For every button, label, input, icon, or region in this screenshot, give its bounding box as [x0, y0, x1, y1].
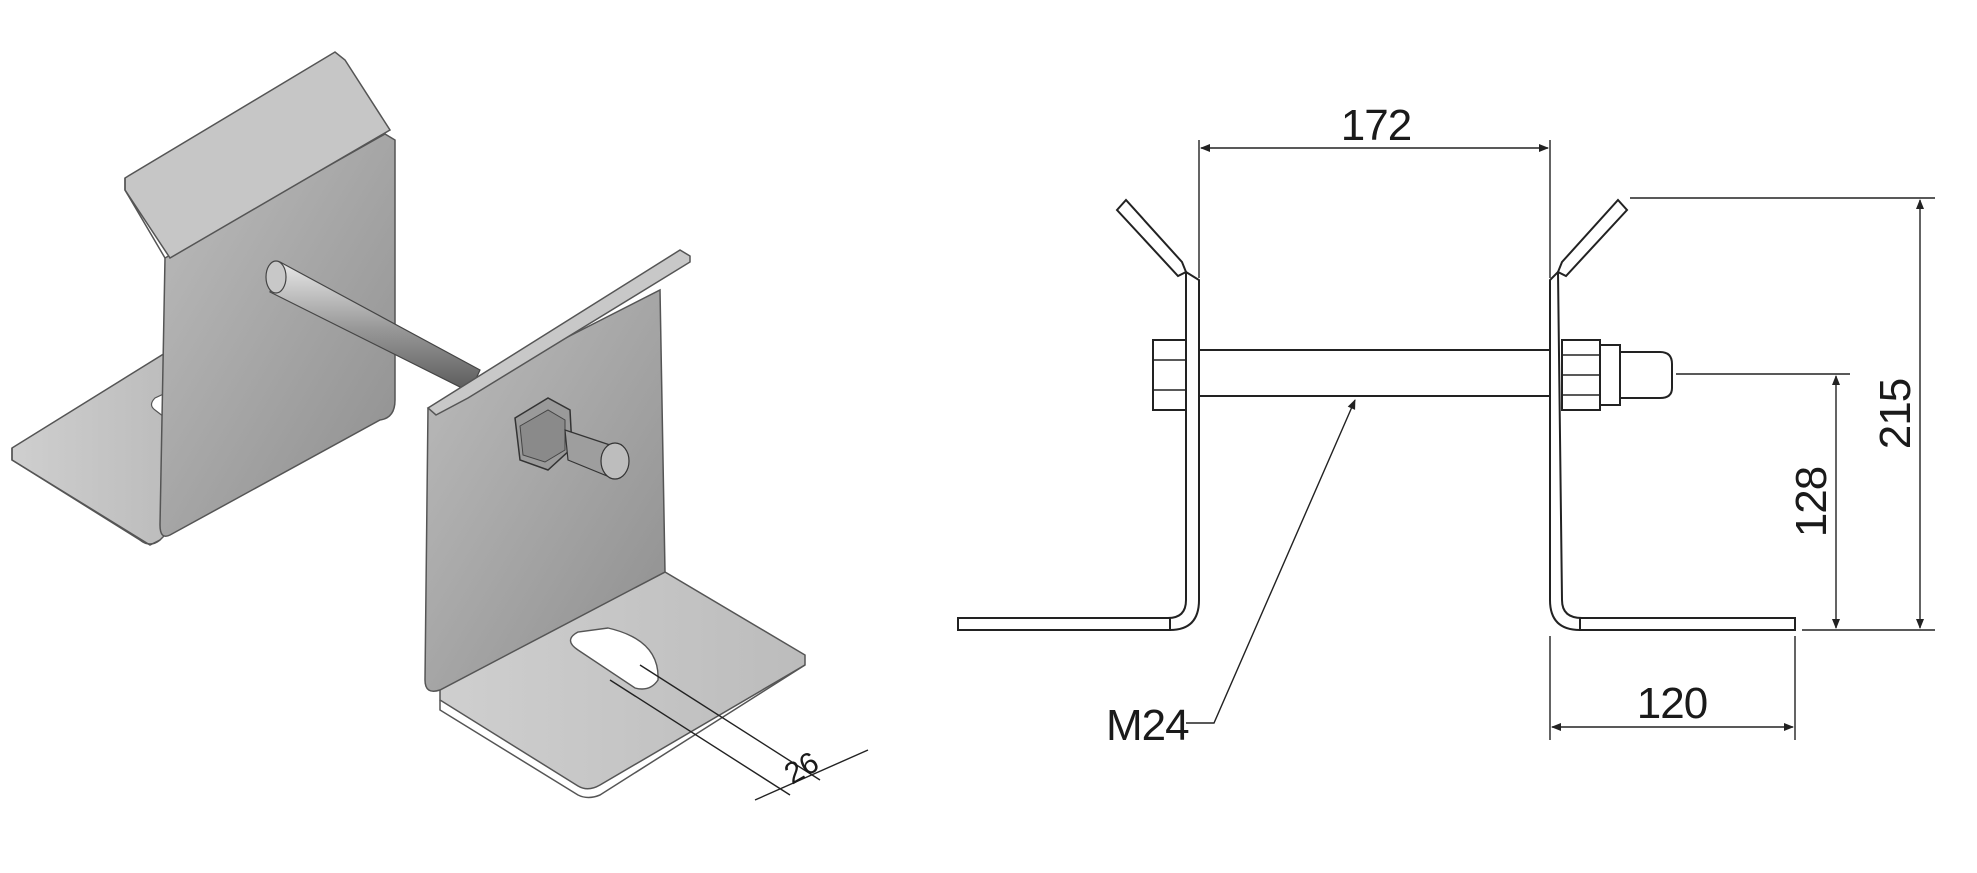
bolt-height-label: 128 [1787, 467, 1836, 537]
rod-end [265, 260, 287, 294]
left-bolt-head [1152, 339, 1187, 411]
left-bracket-foot [11, 348, 171, 545]
right-bracket-3d [424, 249, 806, 799]
right-bracket-front [1549, 198, 1796, 632]
right-bracket-flange [426, 249, 691, 416]
right-bracket-plate [424, 288, 666, 692]
slot-width-label: 26 [779, 746, 824, 791]
foot-length-label: 120 [1637, 679, 1707, 728]
right-nut-assembly [1561, 339, 1673, 411]
rod-front [1198, 349, 1551, 397]
right-foot-slot [569, 627, 659, 690]
spacing-dimension: 172 [1198, 101, 1551, 278]
overall-height-dimension: 215 [1630, 197, 1935, 631]
left-bracket-3d [11, 51, 396, 546]
thread-callout: M24 [1106, 399, 1356, 750]
isometric-view: 26 [11, 51, 869, 801]
bolt-height-dimension: 128 [1676, 373, 1850, 629]
left-bracket-front [957, 198, 1200, 632]
thread-callout-label: M24 [1106, 701, 1189, 750]
spacing-label: 172 [1341, 101, 1411, 150]
front-view: 172 215 128 120 M24 [957, 101, 1935, 750]
overall-height-label: 215 [1871, 379, 1920, 449]
foot-length-dimension: 120 [1549, 636, 1796, 740]
left-bracket-plate [159, 133, 396, 537]
bolt-stub-end [600, 442, 630, 480]
